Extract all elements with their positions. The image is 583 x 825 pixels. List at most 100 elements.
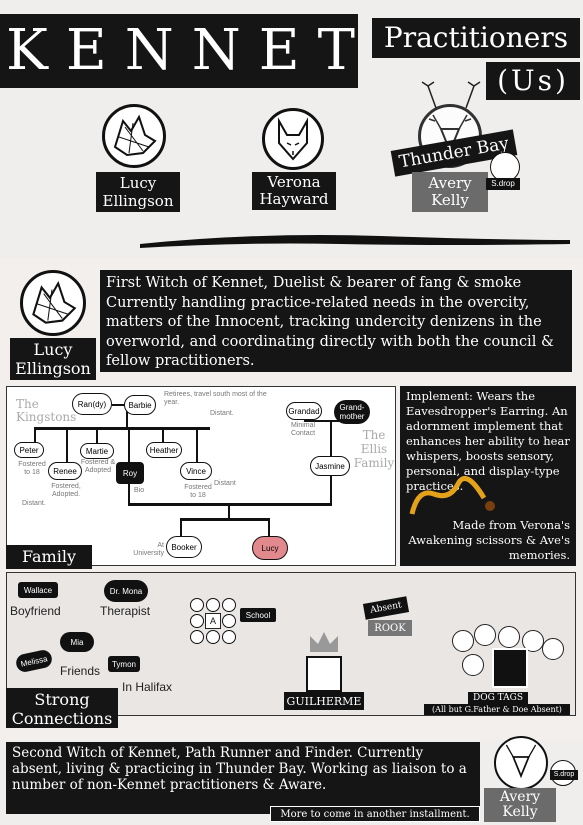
guilherme-portrait: [306, 656, 342, 692]
lucy-portrait: [102, 104, 166, 168]
school-grid: A: [190, 598, 238, 646]
verona-name-first: Verona: [267, 173, 321, 191]
avery-bottom-portrait: [494, 736, 548, 790]
wallace-chip: Wallace: [18, 582, 58, 598]
dog-tags-collage: [452, 624, 564, 688]
note-minimal-contact: Minimal Contact: [290, 422, 316, 437]
tree-line: [330, 476, 332, 506]
connections-label-line2: Connections: [11, 709, 113, 728]
rook-chip: ROOK: [368, 620, 412, 636]
implement-panel: Implement: Wears the Eavesdropper's Earr…: [400, 386, 576, 566]
dog-tag: [474, 624, 496, 646]
family-node-martie: Martie: [80, 443, 114, 459]
note-distant-renee: Distant.: [22, 500, 46, 507]
dog-tag: [452, 630, 474, 652]
family-node-lucy: Lucy: [252, 536, 288, 560]
tree-line: [128, 503, 332, 506]
boyfriend-label: Boyfriend: [10, 604, 61, 618]
family-node-jasmine: Jasmine: [310, 456, 350, 476]
family-node-grandmother: Grand-mother: [334, 400, 370, 424]
dog-tag: [522, 630, 544, 652]
family-node-renee: Renee: [48, 462, 82, 480]
verona-bio: Second Witch of Kennet, Path Runner and …: [6, 742, 480, 814]
avery-name-plate: Avery Kelly: [412, 172, 488, 212]
therapist-label: Therapist: [100, 604, 151, 618]
tree-line: [304, 420, 360, 422]
school-chip: School: [240, 608, 276, 622]
connections-label: Strong Connections: [6, 688, 118, 728]
note-fostered-renee: Fostered, Adopted.: [51, 483, 81, 498]
friends-label: Friends: [60, 664, 101, 678]
family-node-grandad: Grandad: [286, 402, 322, 420]
school-grid-dot: [206, 598, 220, 612]
family-label: Family: [6, 545, 92, 569]
fox-icon: [278, 117, 308, 161]
tree-line: [34, 427, 210, 430]
guilherme-chip: GUILHERME: [284, 692, 364, 710]
snowdrop-bottom-label: S.drop: [550, 770, 578, 780]
family-node-roy: Roy: [116, 462, 144, 484]
tree-line: [330, 420, 332, 460]
connections-label-line1: Strong: [34, 690, 90, 709]
tree-line: [96, 427, 98, 447]
tree-line: [180, 518, 182, 536]
note-at-university: At University: [133, 542, 164, 557]
family-node-peter: Peter: [14, 442, 44, 458]
tree-line: [66, 427, 68, 467]
tree-line: [162, 427, 164, 447]
lucy-bio: First Witch of Kennet, Duelist & bearer …: [100, 270, 572, 372]
ellis-label: The Ellis Family: [353, 428, 395, 470]
mia-chip: Mia: [60, 632, 94, 652]
family-node-heather: Heather: [146, 442, 182, 458]
wolf-icon: [113, 114, 157, 157]
lucy-name-first: Lucy: [119, 174, 157, 192]
note-fostered-vince: Fostered to 18: [184, 484, 212, 499]
school-grid-dot: [190, 630, 204, 644]
tree-line: [128, 427, 130, 467]
crown-icon: [310, 632, 338, 652]
deer-icon: [505, 744, 537, 779]
in-halifax-label: In Halifax: [122, 680, 173, 694]
verona-portrait: [262, 108, 324, 170]
kingstons-label: The Kingstons: [16, 397, 77, 424]
page-title: KENNET: [6, 18, 373, 83]
lucy-section-portrait: [20, 270, 86, 336]
tree-line: [180, 518, 270, 521]
implement-text: Implement: Wears the Eavesdropper's Earr…: [406, 389, 570, 493]
avery-name-first: Avery: [428, 174, 472, 192]
more-note: More to come in another installment.: [270, 806, 480, 822]
avery-bottom-name-plate: Avery Kelly: [484, 788, 556, 822]
tree-line: [34, 427, 36, 447]
lucy-section-name-last: Ellingson: [15, 359, 91, 378]
family-node-booker: Booker: [166, 536, 202, 558]
note-bio: Bio: [134, 487, 145, 494]
title-banner: [0, 14, 358, 88]
school-grid-dot: [190, 598, 204, 612]
tree-line: [126, 404, 128, 428]
dog-tags-chip: DOG TAGS: [468, 692, 528, 704]
verona-name-plate: Verona Hayward: [252, 172, 336, 210]
earring-icon: [409, 475, 495, 515]
subtitle-us: (Us): [486, 62, 580, 100]
dog-tag-main: [492, 648, 528, 688]
snowdrop-label: S.drop: [486, 178, 520, 190]
dog-tag: [542, 638, 564, 660]
avery-bottom-name-last: Kelly: [502, 804, 538, 820]
tree-line: [268, 518, 270, 536]
note-distant-vince: Distant: [214, 480, 236, 487]
school-grid-dot: [222, 598, 236, 612]
school-grid-dot: [190, 614, 204, 628]
note-fostered-martie: Fostered & Adopted: [80, 459, 116, 474]
implement-note: Made from Verona's Awakening scissors & …: [408, 518, 570, 562]
tree-line: [228, 503, 230, 519]
note-retirees: Retirees, travel south most of the year.: [164, 391, 267, 406]
subtitle-practitioners: Practitioners: [372, 18, 580, 58]
family-node-randy: Ran(dy): [72, 393, 112, 415]
tymon-chip: Tymon: [108, 656, 140, 672]
avery-bottom-name-first: Avery: [499, 789, 541, 805]
avery-name-last: Kelly: [431, 191, 469, 209]
antlers-icon: [421, 81, 481, 109]
lucy-name-last: Ellingson: [102, 192, 174, 210]
wolf-icon: [32, 280, 77, 324]
school-grid-dot: [222, 614, 236, 628]
